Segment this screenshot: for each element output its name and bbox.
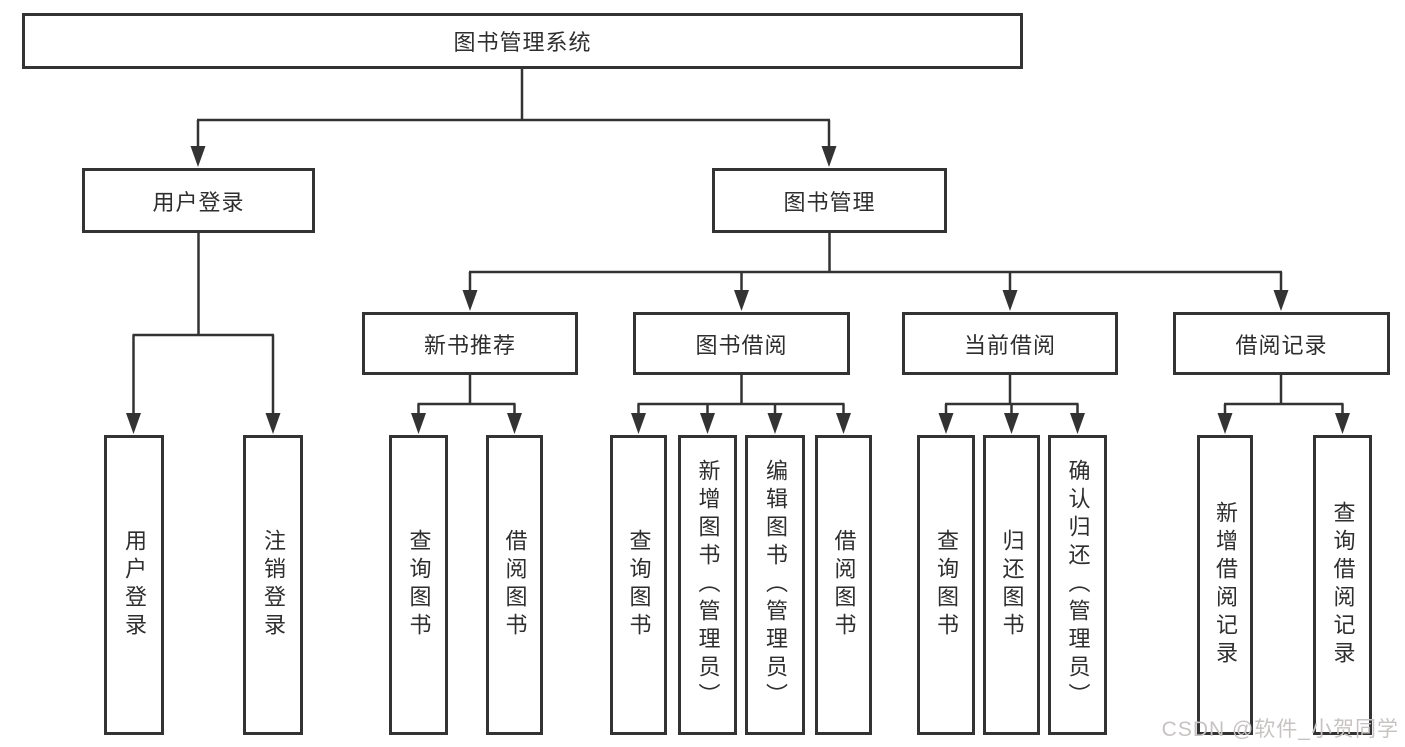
- node-root-system: 图书管理系统: [22, 13, 1023, 69]
- node-current-borrowing: 当前借阅: [902, 312, 1118, 375]
- node-book-management-branch: 图书管理: [712, 168, 947, 233]
- leaf-logout: 注销登录: [243, 435, 303, 735]
- arrowhead-icons: [126, 146, 1350, 434]
- leaf-current-query-books: 查询图书: [917, 435, 975, 735]
- leaf-newbook-borrow-books: 借阅图书: [486, 435, 543, 735]
- leaf-return-books: 归还图书: [983, 435, 1040, 735]
- leaf-borrowing-query-books: 查询图书: [610, 435, 667, 735]
- leaf-user-login: 用户登录: [104, 435, 164, 735]
- node-user-login-branch: 用户登录: [82, 168, 315, 233]
- leaf-newbook-query-books: 查询图书: [389, 435, 448, 735]
- leaf-borrowing-borrow-books: 借阅图书: [815, 435, 872, 735]
- leaf-confirm-return-admin: 确认归还（管理员）: [1048, 435, 1107, 735]
- leaf-add-books-admin: 新增图书（管理员）: [678, 435, 737, 735]
- node-borrowing-records: 借阅记录: [1173, 312, 1390, 375]
- csdn-watermark: CSDN @软件_小贺同学: [1161, 718, 1399, 741]
- leaf-edit-books-admin: 编辑图书（管理员）: [745, 435, 805, 735]
- tree-edges: [132, 68, 1344, 417]
- leaf-query-borrow-record: 查询借阅记录: [1313, 435, 1372, 735]
- node-book-borrowing: 图书借阅: [633, 312, 850, 375]
- node-new-book-recommend: 新书推荐: [362, 312, 578, 375]
- leaf-add-borrow-record: 新增借阅记录: [1197, 435, 1253, 735]
